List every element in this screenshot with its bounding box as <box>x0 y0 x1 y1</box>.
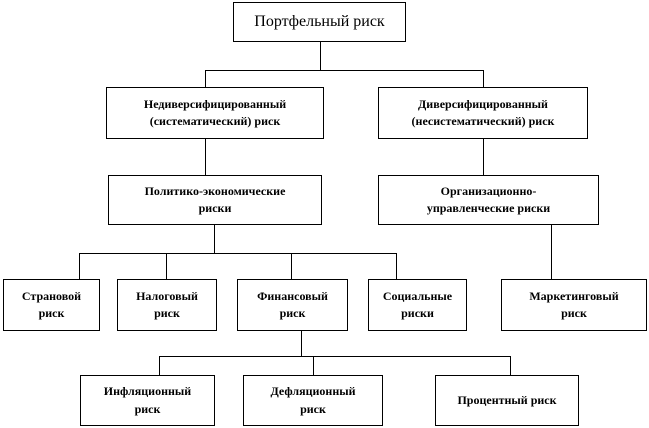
node-label: Политико-экономические риски <box>144 183 286 215</box>
node-label: Процентный риск <box>457 392 557 407</box>
node-marketing-risk: Маркетинговый риск <box>501 279 647 331</box>
node-label: Недиверсифицированный (систематический) … <box>143 96 287 128</box>
node-nondiversified-risk: Недиверсифицированный (систематический) … <box>106 87 324 139</box>
node-financial-risk: Финансовый риск <box>237 279 348 331</box>
node-social-risks: Социальные риски <box>368 279 467 331</box>
node-deflation-risk: Дефляционный риск <box>243 375 383 426</box>
node-tax-risk: Налоговый риск <box>117 279 217 331</box>
node-label: Портфельный риск <box>254 13 385 31</box>
node-label: Организационно- управленческие риски <box>426 183 551 215</box>
node-label: Страновой риск <box>21 288 82 320</box>
node-label: Диверсифицированный (несистематический) … <box>411 96 555 128</box>
node-country-risk: Страновой риск <box>3 279 100 331</box>
node-diversified-risk: Диверсифицированный (несистематический) … <box>378 87 588 139</box>
node-interest-risk: Процентный риск <box>435 375 579 426</box>
node-label: Финансовый риск <box>257 288 328 320</box>
node-label: Налоговый риск <box>136 288 198 320</box>
node-inflation-risk: Инфляционный риск <box>80 375 215 426</box>
node-label: Инфляционный риск <box>103 384 192 416</box>
node-label: Маркетинговый риск <box>529 288 619 320</box>
node-portfolio-risk: Портфельный риск <box>233 2 406 42</box>
node-label: Социальные риски <box>382 288 453 320</box>
node-political-economic-risks: Политико-экономические риски <box>108 175 322 225</box>
node-organizational-risks: Организационно- управленческие риски <box>378 175 599 225</box>
node-label: Дефляционный риск <box>270 384 356 416</box>
